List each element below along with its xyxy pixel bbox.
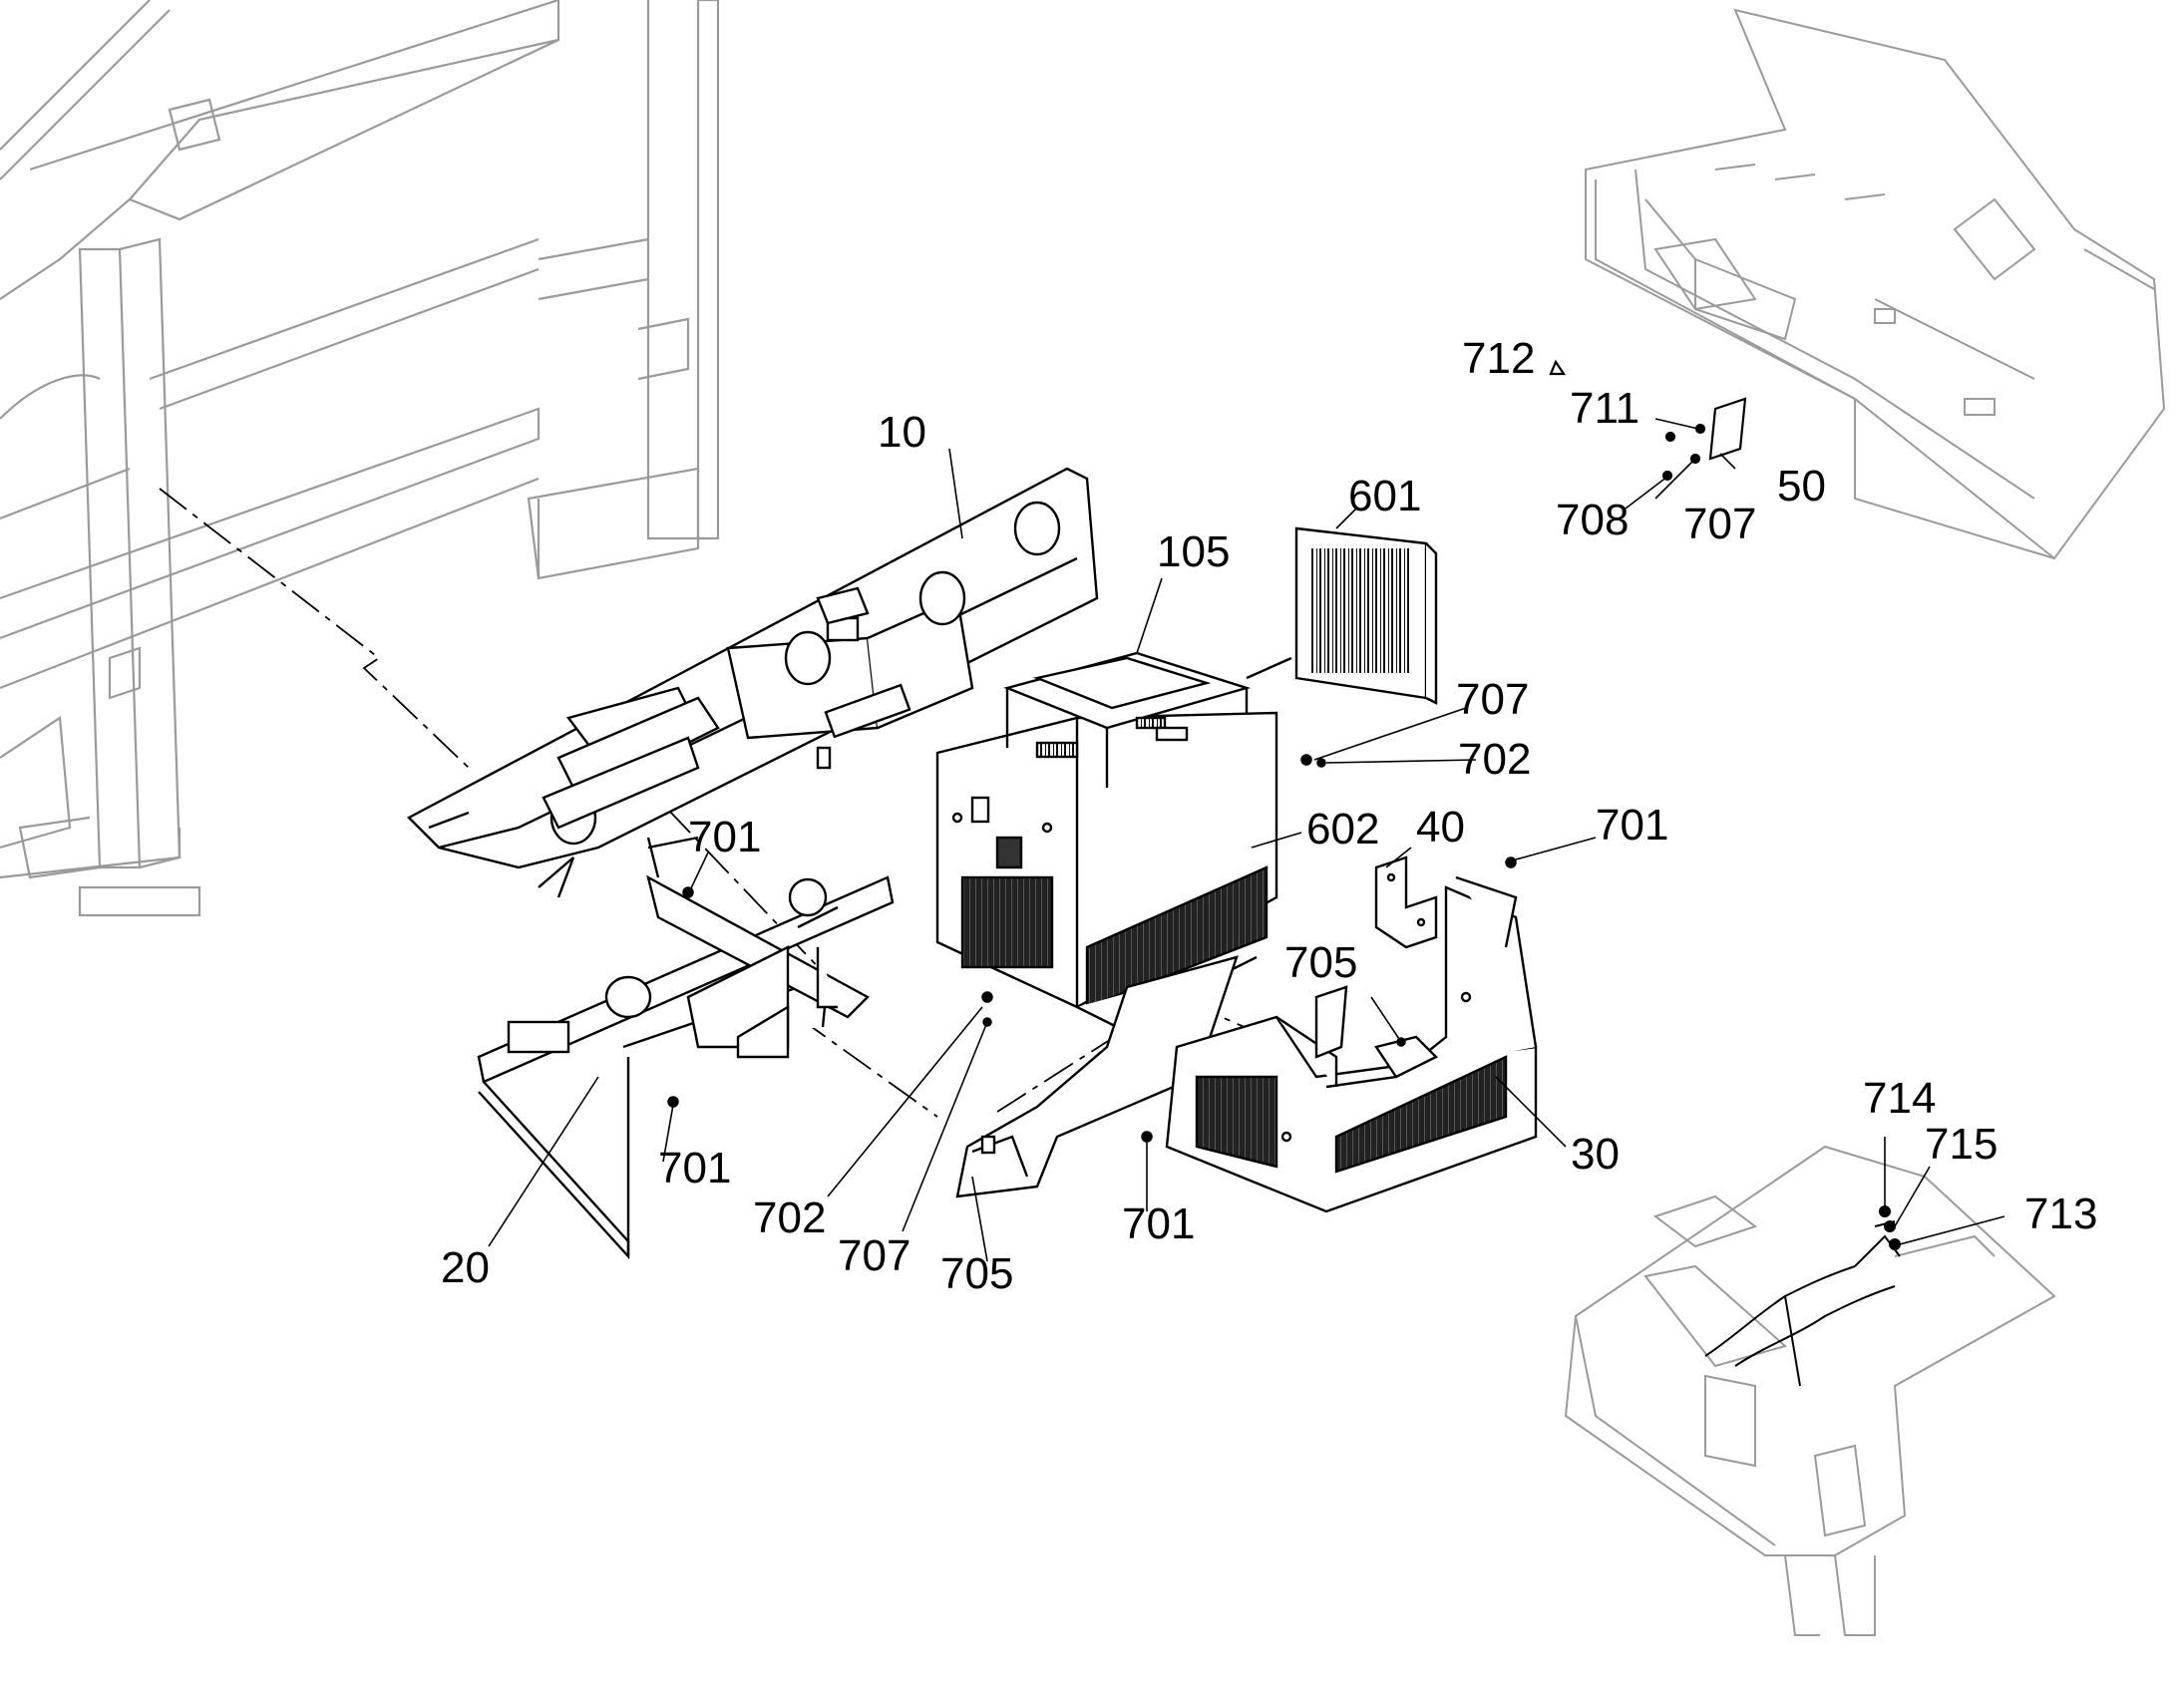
detail-bracket-50: [1549, 359, 1747, 482]
callout-702-right: 702: [1458, 735, 1532, 784]
callout-40: 40: [1416, 803, 1465, 852]
callout-711: 711: [1570, 384, 1640, 433]
part-30-right-duct: [1165, 875, 1538, 1213]
callout-712: 712: [1462, 334, 1536, 383]
part-40-bracket: [1374, 855, 1438, 949]
callout-705-right: 705: [1284, 938, 1358, 987]
callout-702-bottom: 702: [753, 1194, 827, 1242]
callout-708: 708: [1556, 496, 1630, 544]
callout-701-bottom-left: 701: [658, 1144, 732, 1193]
callout-705-bottom: 705: [940, 1249, 1014, 1298]
callout-602: 602: [1306, 805, 1380, 854]
callout-707-bottom: 707: [838, 1231, 911, 1280]
callout-701-bottom-center: 701: [1122, 1199, 1196, 1248]
callout-715: 715: [1925, 1120, 1998, 1169]
detail-leaders: [1625, 418, 1736, 510]
callout-714: 714: [1863, 1074, 1937, 1123]
callout-713: 713: [2024, 1190, 2098, 1238]
leader-lines: [488, 448, 1597, 1262]
detail-view-bottom-right: [1564, 1145, 2056, 1636]
callout-707-detail: 707: [1683, 500, 1757, 548]
callout-707-right: 707: [1456, 675, 1530, 724]
part-602-center-duct: [955, 955, 1239, 1198]
callout-105: 105: [1157, 527, 1231, 576]
callout-50: 50: [1777, 462, 1826, 511]
part-601-filter: [1246, 526, 1438, 705]
callout-30: 30: [1571, 1130, 1620, 1179]
part-20-left-assembly: [477, 836, 895, 1260]
detail-view-top-right: [1585, 8, 2166, 560]
part-10-upper-duct: [407, 467, 1099, 898]
callout-10: 10: [878, 408, 926, 457]
callout-601: 601: [1348, 472, 1422, 520]
detail-leaders-bottom: [1884, 1137, 2005, 1245]
callout-20: 20: [441, 1243, 490, 1292]
background-frame: [0, 0, 720, 917]
callout-701-top-left: 701: [688, 813, 762, 861]
callout-701-right: 701: [1596, 801, 1669, 850]
